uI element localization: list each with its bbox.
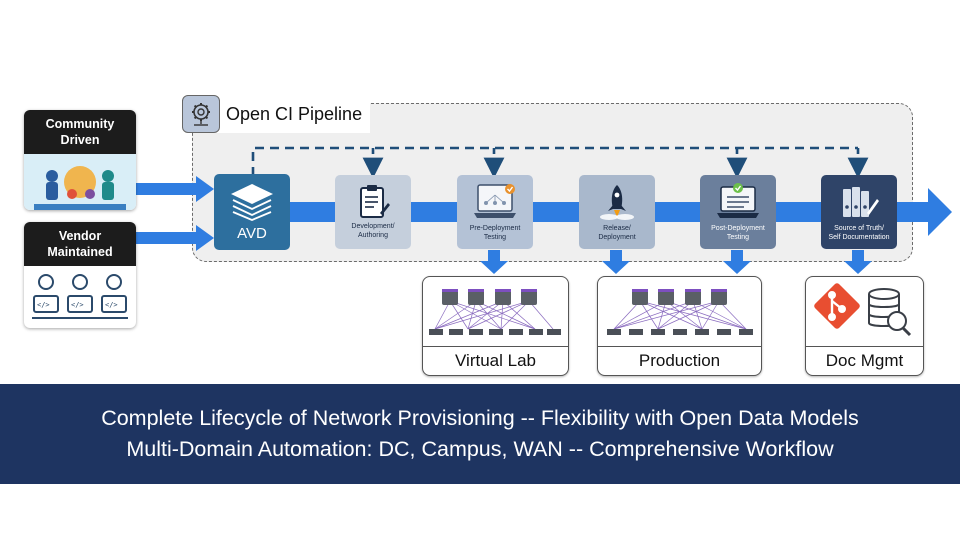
pipeline-header: Open CI Pipeline bbox=[182, 95, 371, 133]
production-label: Production bbox=[598, 346, 761, 375]
doc-mgmt-label: Doc Mgmt bbox=[806, 346, 923, 375]
binders-icon bbox=[843, 187, 879, 217]
vendor-inbound-arrow bbox=[136, 232, 198, 244]
git-icon bbox=[814, 283, 860, 329]
stage-label: Source of Truth/Self Documentation bbox=[828, 225, 890, 241]
network-topology-icon bbox=[429, 289, 561, 335]
network-topology-icon bbox=[607, 289, 753, 335]
pipeline-title: Open CI Pipeline bbox=[226, 103, 363, 124]
production-card: Production bbox=[597, 276, 762, 376]
virtual-lab-label: Virtual Lab bbox=[423, 346, 568, 375]
feedback-dashed-line bbox=[251, 146, 858, 176]
banner-line-1: Complete Lifecycle of Network Provisioni… bbox=[101, 406, 859, 430]
stage-label: Development/Authoring bbox=[351, 223, 395, 239]
clipboard-icon bbox=[360, 185, 390, 218]
database-search-icon bbox=[868, 288, 912, 337]
summary-banner: Complete Lifecycle of Network Provisioni… bbox=[0, 384, 960, 484]
stage-source-of-truth: Source of Truth/Self Documentation bbox=[821, 175, 897, 249]
laptop-check-icon bbox=[717, 183, 759, 218]
main-flow-arrowhead bbox=[928, 188, 952, 236]
svg-text:</>: </> bbox=[37, 301, 50, 309]
avd-block: AVD bbox=[214, 174, 290, 250]
laptop-network-icon bbox=[474, 184, 516, 218]
rocket-icon bbox=[600, 185, 634, 220]
banner-line-2: Multi-Domain Automation: DC, Campus, WAN… bbox=[126, 437, 834, 461]
virtual-lab-card: Virtual Lab bbox=[422, 276, 569, 376]
layers-icon bbox=[231, 183, 273, 221]
avd-label: AVD bbox=[237, 224, 267, 242]
stage-development-authoring: Development/Authoring bbox=[335, 175, 411, 249]
stage-label: Release/Deployment bbox=[598, 225, 636, 241]
stage-release-deployment: Release/Deployment bbox=[579, 175, 655, 249]
gear-icon bbox=[182, 95, 220, 133]
community-inbound-arrow bbox=[136, 183, 198, 195]
community-illustration-icon bbox=[24, 154, 136, 210]
developers-icon: </> </> </> bbox=[32, 274, 128, 319]
doc-mgmt-card: Doc Mgmt bbox=[805, 276, 924, 376]
svg-text:</>: </> bbox=[71, 301, 84, 309]
svg-text:</>: </> bbox=[105, 301, 118, 309]
